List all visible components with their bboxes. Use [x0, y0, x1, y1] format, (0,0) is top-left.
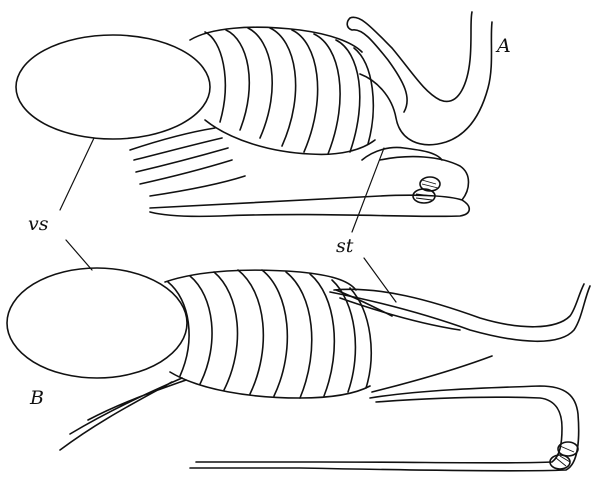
label-vs: vs	[28, 213, 49, 235]
panel-a-drawing	[16, 12, 492, 216]
ducts-a	[130, 128, 245, 196]
st-leader-a	[352, 148, 384, 232]
vesicle-b	[7, 268, 187, 378]
leader-lines	[60, 138, 396, 302]
label-panel-a: A	[495, 35, 511, 57]
label-panel-b: B	[29, 387, 44, 409]
hook-tube-a	[347, 12, 472, 112]
ducts-b	[60, 378, 186, 450]
vs-leader-b	[66, 240, 92, 270]
st-leader-b	[364, 258, 396, 302]
label-st: st	[336, 235, 354, 257]
vesicle-a	[16, 35, 210, 139]
hatched-bodies-a	[413, 177, 440, 203]
hook-loop-a	[360, 22, 492, 145]
hatched-bodies-b	[550, 442, 578, 469]
panel-b-drawing	[7, 268, 590, 471]
right-tube-lower-b	[190, 356, 579, 471]
vs-leader-a	[60, 138, 94, 210]
